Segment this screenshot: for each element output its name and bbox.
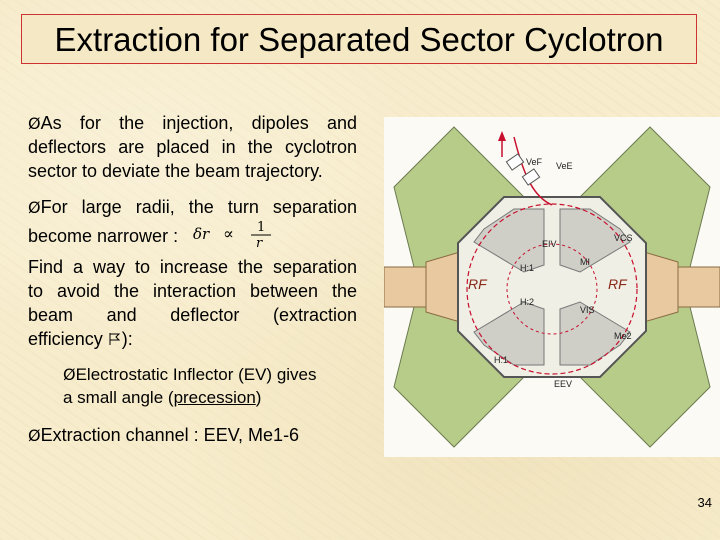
para-3-line-4: efficiency xyxy=(28,329,108,349)
bullet-1: ØAs for the injection, dipoles and xyxy=(28,111,357,136)
bullet-1-line-3-row: sector to deviate the beam trajectory. xyxy=(28,159,357,183)
label-me2: Me2 xyxy=(614,331,632,341)
magnet-sectors xyxy=(393,126,711,448)
cyclotron-svg: VeE VeF EIV VCS H:1 MI H:2 VIS Me2 H:1 E… xyxy=(383,117,720,457)
flange-right xyxy=(677,266,720,308)
formula-numerator: 1 xyxy=(257,220,265,235)
bullet-arrow-icon: Ø xyxy=(63,365,76,384)
label-vcs: VCS xyxy=(614,233,633,243)
sub-bullet-1-line-1: Electrostatic Inflector (EV) gives xyxy=(75,365,317,384)
para-3-line-1-row: Find a way to increase the separation xyxy=(28,255,357,279)
para-3-line-3: beam and deflector (extraction xyxy=(28,305,357,325)
beam-orbit-inner xyxy=(506,243,598,335)
bullet-4: ØExtraction channel : EEV, Me1-6 xyxy=(28,423,368,448)
bullet-arrow-icon: Ø xyxy=(28,426,41,445)
label-vef: VeE xyxy=(556,161,573,171)
formula-denominator: r xyxy=(256,236,263,249)
inner-sector-2 xyxy=(559,208,631,273)
extraction-element-1 xyxy=(505,153,525,171)
beam-orbit-outer xyxy=(466,203,638,375)
slide-title: Extraction for Separated Sector Cyclotro… xyxy=(54,21,664,58)
sub-bullet-1: ØElectrostatic Inflector (EV) gives xyxy=(63,363,363,387)
label-rf-left: RF xyxy=(468,276,488,292)
proportionality-formula: δr ∝ 1 r xyxy=(191,219,283,255)
extraction-arrowhead xyxy=(498,131,506,141)
sub-bullet-1-line-2-row: a small angle (precession) xyxy=(63,386,363,410)
label-eiv: EIV xyxy=(542,239,557,249)
bullet-4-text: Extraction channel : EEV, Me1-6 xyxy=(40,425,300,445)
bullet-2-line-1: For large radii, the turn separation xyxy=(40,197,357,217)
bullet-2: ØFor large radii, the turn separation xyxy=(28,195,357,220)
flange-left xyxy=(383,266,427,308)
extraction-element-2 xyxy=(521,168,541,186)
label-vis: VIS xyxy=(580,305,595,315)
label-h1-top: H:1 xyxy=(520,263,534,273)
flag-icon xyxy=(108,328,122,352)
sub-bullet-1-line-2c: ) xyxy=(255,388,262,407)
label-mi: MI xyxy=(580,257,590,267)
cyclotron-diagram: VeE VeF EIV VCS H:1 MI H:2 VIS Me2 H:1 E… xyxy=(383,117,720,457)
para-3-line-2-row: to avoid the interaction between the xyxy=(28,279,357,303)
label-vef-2: VeF xyxy=(526,157,543,167)
label-eev: EEV xyxy=(554,379,572,389)
sub-bullet-1-line-2a: a small angle ( xyxy=(63,388,174,407)
label-rf-right: RF xyxy=(608,276,628,292)
para-3-line-3-row: beam and deflector (extraction xyxy=(28,303,357,327)
precession-link: precession xyxy=(173,388,256,407)
bullet-2-line-2: become narrower : xyxy=(28,225,179,246)
formula-rel: ∝ xyxy=(223,224,234,243)
bullet-arrow-icon: Ø xyxy=(28,114,41,133)
bullet-2-line-2-row: become narrower : δr ∝ 1 r xyxy=(28,219,357,255)
bullet-arrow-icon: Ø xyxy=(28,198,41,217)
page-number: 34 xyxy=(697,495,712,510)
label-h2: H:2 xyxy=(520,297,534,307)
para-3-line-2: to avoid the interaction between the xyxy=(28,281,357,301)
para-3-line-1: Find a way to increase the separation xyxy=(28,257,357,277)
para-3-line-4-row: efficiency ): xyxy=(28,327,357,352)
bullet-1-line-2: deflectors are placed in the cyclotron xyxy=(28,137,357,157)
label-h1-bottom: H:1 xyxy=(494,355,508,365)
bullet-1-line-3: sector to deviate the beam trajectory. xyxy=(28,161,323,181)
para-3-line-4-end: ): xyxy=(121,329,133,349)
bullet-1-line-2-row: deflectors are placed in the cyclotron xyxy=(28,135,357,159)
title-box: Extraction for Separated Sector Cyclotro… xyxy=(21,14,697,64)
formula-lhs: δr xyxy=(193,225,210,243)
inner-sector-1 xyxy=(473,208,545,273)
bullet-1-line-1: As for the injection, dipoles and xyxy=(40,113,357,133)
